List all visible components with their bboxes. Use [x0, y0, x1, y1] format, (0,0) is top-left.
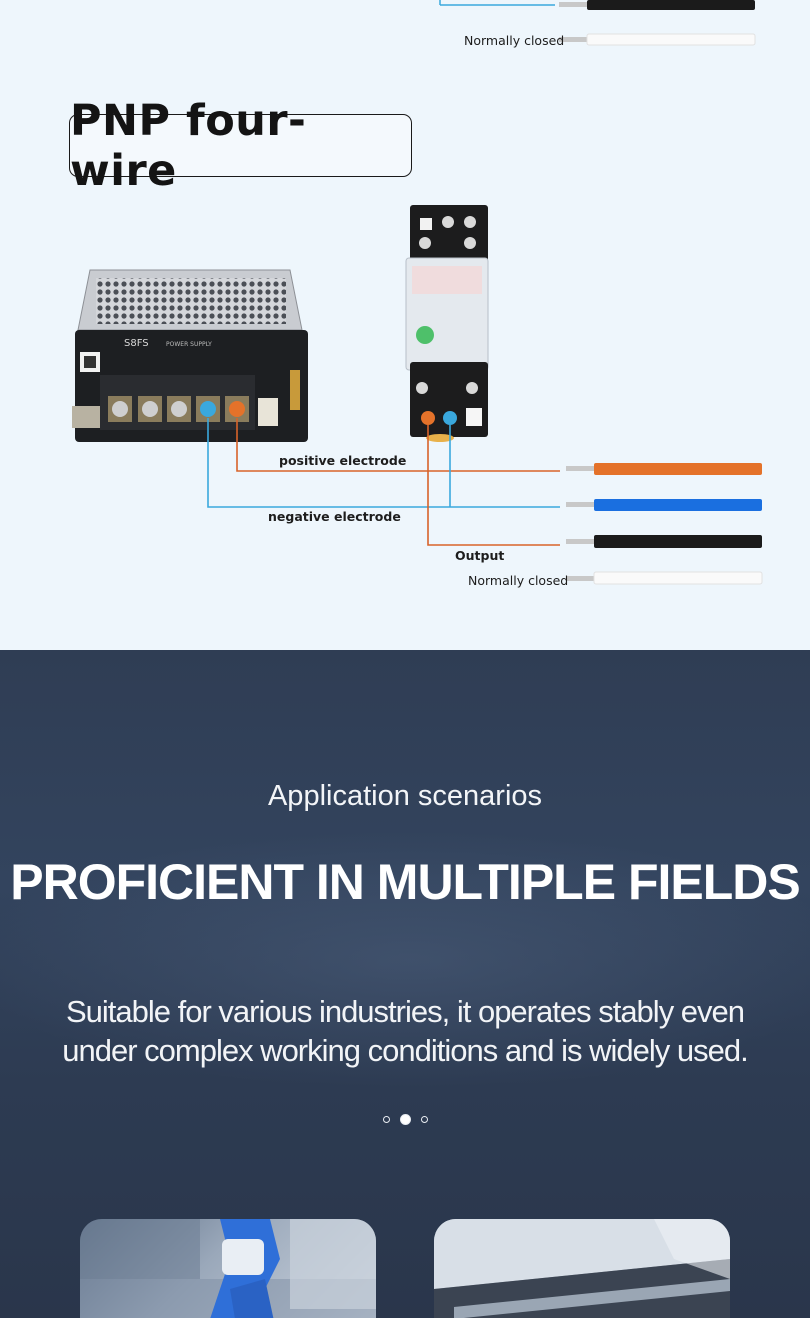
white-wire	[593, 571, 763, 585]
wire-paths	[207, 418, 560, 546]
section-title: PNP four-wire	[70, 95, 307, 196]
output-lead	[427, 425, 560, 546]
positive-electrode-label: positive electrode	[279, 453, 407, 468]
negative-electrode-label: negative electrode	[268, 509, 401, 524]
black-wire	[594, 535, 762, 548]
carousel-dots	[0, 1114, 810, 1125]
carousel-dot-1[interactable]	[382, 1116, 390, 1123]
top-white-wire	[586, 33, 756, 46]
normally-closed-label: Normally closed	[468, 573, 569, 588]
blue-wire	[594, 499, 762, 511]
power-supply: S8FS POWER SUPPLY	[72, 269, 308, 442]
carousel-dot-3[interactable]	[420, 1116, 428, 1123]
top-wire-group	[439, 0, 756, 46]
section-title-box: PNP four-wire	[69, 96, 412, 196]
output-label: Output	[455, 548, 505, 563]
relay	[405, 205, 489, 442]
wire-ends	[566, 463, 763, 585]
carousel-dot-2[interactable]	[399, 1114, 411, 1125]
top-normally-closed-label: Normally closed	[464, 33, 565, 48]
positive-lead	[236, 418, 560, 472]
ps-brand: S8FS	[124, 338, 149, 349]
wiring-section: S8FS POWER SUPPLY	[0, 0, 810, 650]
application-section: Application scenarios PROFICIENT IN MULT…	[0, 650, 810, 1318]
machine-image	[434, 1219, 730, 1318]
background-glow	[0, 830, 810, 1090]
wiring-diagram: S8FS POWER SUPPLY	[72, 0, 763, 585]
negative-lead	[207, 418, 560, 508]
application-subtitle: Application scenarios	[267, 780, 543, 812]
orange-wire	[594, 463, 762, 475]
robot-arm-image	[80, 1219, 376, 1318]
application-heading: PROFICIENT IN MULTIPLE FIELDS	[10, 854, 801, 910]
application-description: Suitable for various industries, it oper…	[62, 994, 749, 1068]
scenario-card-machine[interactable]	[434, 1219, 730, 1318]
ps-label: POWER SUPPLY	[166, 341, 212, 348]
top-black-wire	[587, 0, 755, 10]
scenario-card-robot[interactable]	[80, 1219, 376, 1318]
